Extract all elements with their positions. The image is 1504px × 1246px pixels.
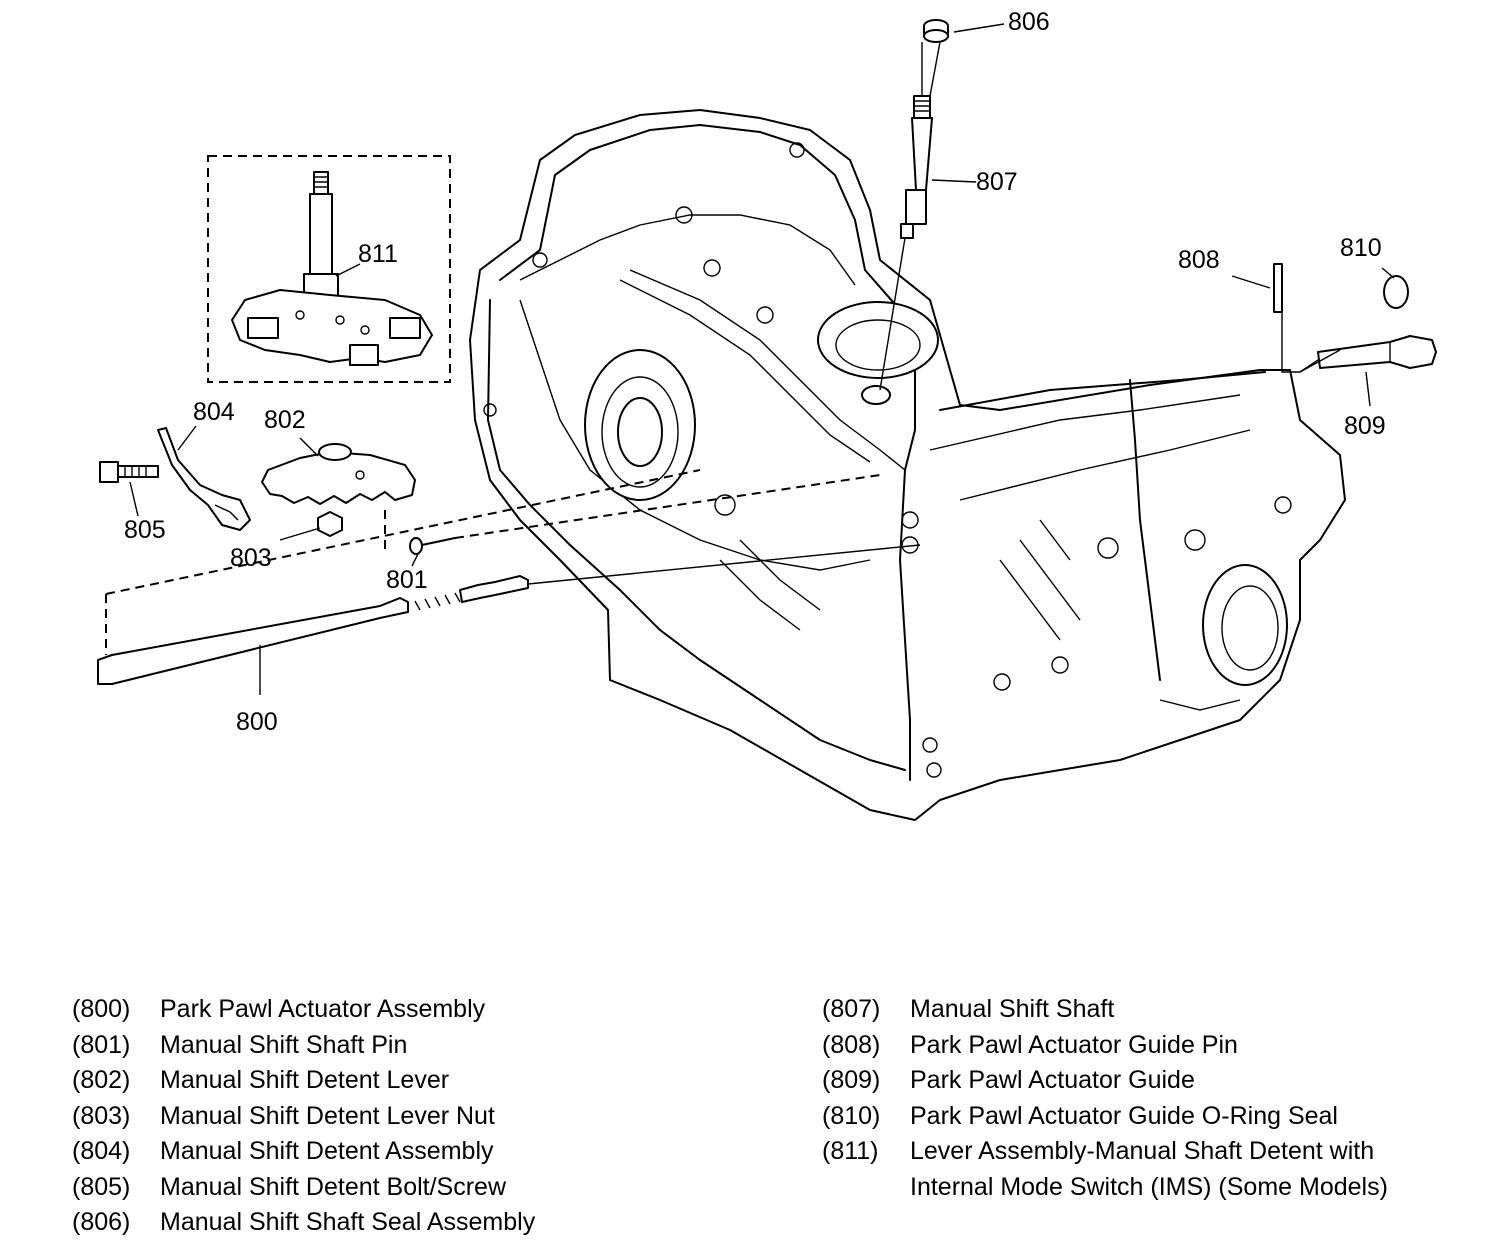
part-804-detent-spring (157, 427, 251, 531)
legend-item: (805) Manual Shift Detent Bolt/Screw (72, 1170, 752, 1206)
legend-number: (809) (822, 1066, 881, 1094)
legend-item: (803) Manual Shift Detent Lever Nut (72, 1099, 752, 1135)
legend-item: (811) Lever Assembly-Manual Shaft Detent… (822, 1134, 1492, 1205)
legend-left: (800) Park Pawl Actuator Assembly (801) … (72, 992, 752, 1241)
transmission-case (469, 109, 1346, 821)
legend-item: (804) Manual Shift Detent Assembly (72, 1134, 752, 1170)
legend-item: (800) Park Pawl Actuator Assembly (72, 992, 752, 1028)
legend-description: Manual Shift Shaft Seal Assembly (160, 1208, 536, 1236)
legend-description: Park Pawl Actuator Guide Pin (910, 1030, 1238, 1059)
legend-item: (810) Park Pawl Actuator Guide O-Ring Se… (822, 1099, 1492, 1135)
legend-item: (802) Manual Shift Detent Lever (72, 1063, 752, 1099)
callout-803: 803 (230, 544, 272, 572)
legend-item: (801) Manual Shift Shaft Pin (72, 1028, 752, 1064)
legend-description: Manual Shift Detent Lever (160, 1066, 450, 1094)
ims-dashed-box (207, 155, 451, 383)
part-800-actuator-rod (97, 575, 529, 685)
leader-lines (105, 23, 1395, 695)
callout-811: 811 (358, 240, 398, 268)
part-801-pin (409, 537, 456, 555)
legend-item: (806) Manual Shift Shaft Seal Assembly (72, 1205, 752, 1241)
part-802-detent-lever (261, 443, 416, 505)
legend-number: (800) (72, 995, 131, 1023)
callout-802: 802 (264, 406, 306, 434)
legend-description: Manual Shift Detent Lever Nut (160, 1101, 495, 1130)
part-807-shaft (879, 41, 941, 391)
legend-description: Park Pawl Actuator Guide O-Ring Seal (910, 1101, 1338, 1130)
part-803-nut (317, 511, 343, 537)
callout-810: 810 (1340, 234, 1382, 262)
legend-description: Park Pawl Actuator Assembly (160, 995, 486, 1023)
callout-809: 809 (1344, 412, 1386, 440)
legend-number: (808) (822, 1030, 881, 1059)
part-810-o-ring (1383, 275, 1409, 309)
callout-806: 806 (1008, 8, 1050, 36)
part-809-guide (1317, 335, 1437, 369)
legend-number: (805) (72, 1172, 131, 1201)
legend-number: (801) (72, 1030, 131, 1059)
callout-805: 805 (124, 516, 166, 544)
callout-807: 807 (976, 168, 1018, 196)
callout-800: 800 (236, 708, 278, 736)
part-808-guide-pin (1273, 263, 1283, 313)
legend-item: (807) Manual Shift Shaft (822, 992, 1492, 1028)
legend-description: Manual Shift Detent Bolt/Screw (160, 1172, 506, 1201)
legend-description: Manual Shift Shaft (910, 995, 1115, 1023)
legend-number: (804) (72, 1137, 131, 1165)
part-811-lever-assembly (231, 171, 433, 366)
part-806-seal (923, 19, 949, 43)
callout-801: 801 (386, 566, 428, 594)
legend-item: (808) Park Pawl Actuator Guide Pin (822, 1028, 1492, 1064)
legend-number: (807) (822, 995, 881, 1023)
legend-number: (810) (822, 1101, 881, 1130)
callout-804: 804 (193, 398, 235, 426)
legend-description: Lever Assembly-Manual Shaft Detent with … (910, 1137, 1388, 1201)
legend-number: (802) (72, 1066, 131, 1094)
part-805-bolt (99, 461, 159, 483)
exploded-view-diagram: 806 807 808 810 809 811 804 802 805 803 … (97, 8, 1437, 821)
callout-808: 808 (1178, 246, 1220, 274)
legend-number: (806) (72, 1208, 131, 1236)
legend-description: Manual Shift Shaft Pin (160, 1030, 408, 1059)
legend-right: (807) Manual Shift Shaft (808) Park Pawl… (822, 992, 1492, 1205)
legend-number: (811) (822, 1137, 879, 1165)
legend-item: (809) Park Pawl Actuator Guide (822, 1063, 1492, 1099)
legend-description: Park Pawl Actuator Guide (910, 1066, 1195, 1094)
legend-number: (803) (72, 1101, 131, 1130)
legend-description: Manual Shift Detent Assembly (160, 1137, 494, 1165)
